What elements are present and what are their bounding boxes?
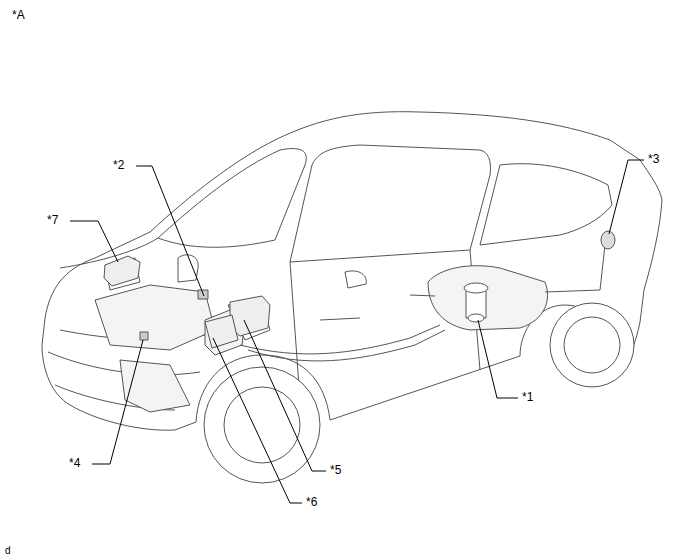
figure-code: d: [4, 545, 12, 557]
callout-number: *6: [305, 495, 318, 509]
callout-number: *1: [521, 390, 534, 404]
callout-number: *3: [647, 152, 660, 166]
callout-number: *5: [329, 463, 342, 477]
view-label: *A: [11, 8, 26, 22]
callout-number: *2: [112, 158, 125, 172]
callout-number: *7: [46, 213, 59, 227]
callout-number: *4: [68, 456, 81, 470]
